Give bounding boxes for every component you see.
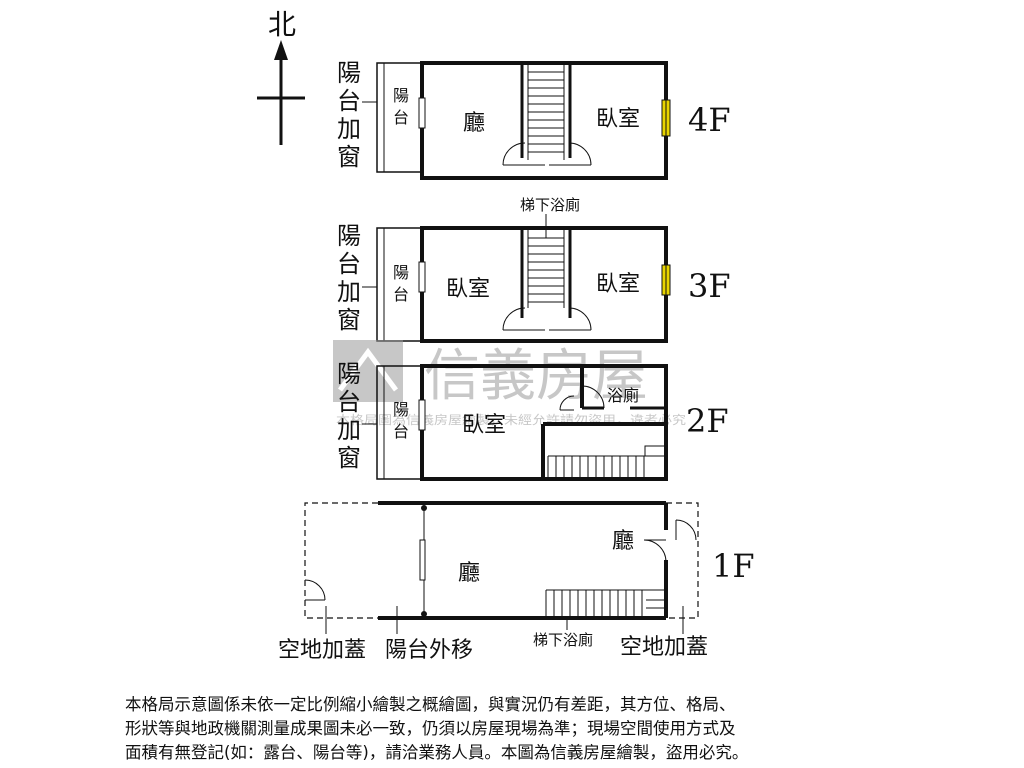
f2-balcony-char-2: 台 <box>393 422 409 441</box>
f1-floor-label: 1F <box>712 547 755 585</box>
f3-under-stair-bath: 梯下浴廁 <box>520 196 580 214</box>
floor-1f: 廳 廳 1F 空地加蓋 陽台外移 梯下浴廁 空地加蓋 <box>278 501 755 663</box>
f2-balcony-char-1: 陽 <box>393 400 409 419</box>
disclaimer-line-1: 本格局示意圖係未依一定比例縮小繪製之概繪圖，與實況仍有差距，其方位、格局、 <box>125 695 736 714</box>
f3-balcony-char-2: 台 <box>393 285 409 304</box>
f1-balcony-note: 陽台外移 <box>385 638 473 663</box>
f4-balcony-side-char-4: 窗 <box>337 143 361 171</box>
north-label: 北 <box>268 8 296 41</box>
f3-balcony-side-char-4: 窗 <box>337 306 361 334</box>
f3-bedroom-right: 臥室 <box>596 272 640 297</box>
f1-left-note: 空地加蓋 <box>278 638 366 663</box>
f3-floor-label: 3F <box>688 267 731 305</box>
f4-floor-label: 4F <box>688 101 731 139</box>
f2-balcony-side-char-3: 加 <box>337 416 361 444</box>
f2-floor-label: 2F <box>686 402 729 440</box>
f4-balcony-char-2: 台 <box>393 108 409 127</box>
f1-living-room-right: 廳 <box>612 529 634 554</box>
f1-right-note: 空地加蓋 <box>620 635 708 660</box>
f2-bathroom: 浴廁 <box>607 386 639 405</box>
f3-balcony-side-char-1: 陽 <box>337 222 361 250</box>
floor-2f: 陽 台 加 窗 陽 台 臥室 浴廁 2F <box>337 360 729 481</box>
f1-living-room-main: 廳 <box>458 561 480 586</box>
floor-3f: 梯下浴廁 陽 台 加 窗 陽 台 臥室 臥室 3F <box>337 196 731 343</box>
f1-under-stair-bath: 梯下浴廁 <box>533 631 593 649</box>
f2-balcony-side-char-4: 窗 <box>337 444 361 472</box>
watermark-brand: 信義房屋 <box>424 344 648 409</box>
floor-4f: 陽 台 加 窗 陽 台 廳 臥室 4F <box>337 59 731 180</box>
north-arrow: 北 <box>257 8 305 145</box>
f4-balcony-side-char-1: 陽 <box>337 59 361 87</box>
f4-balcony-side-char-3: 加 <box>337 115 361 143</box>
f4-balcony-char-1: 陽 <box>393 86 409 105</box>
f3-balcony-char-1: 陽 <box>393 263 409 282</box>
f2-balcony-side-char-1: 陽 <box>337 360 361 388</box>
f4-balcony-side-char-2: 台 <box>337 87 361 115</box>
f3-balcony-side-char-2: 台 <box>337 250 361 278</box>
watermark: 信義房屋 本格局圖為信義房屋繪製，未經允許請勿盜用，違者必究 <box>333 340 686 427</box>
f2-bedroom: 臥室 <box>462 413 506 438</box>
f4-living-room: 廳 <box>463 111 485 136</box>
f3-balcony-side-char-3: 加 <box>337 278 361 306</box>
disclaimer-line-2: 形狀等與地政機關測量成果圖未必一致，仍須以房屋現場為準；現場空間使用方式及 <box>125 719 736 738</box>
f2-balcony-side-char-2: 台 <box>337 388 361 416</box>
disclaimer-line-3: 面積有無登記(如：露台、陽台等)，請洽業務人員。本圖為信義房屋繪製，盜用必究。 <box>125 743 749 762</box>
f4-bedroom: 臥室 <box>596 107 640 132</box>
disclaimer: 本格局示意圖係未依一定比例縮小繪製之概繪圖，與實況仍有差距，其方位、格局、 形狀… <box>125 693 905 765</box>
f3-bedroom-left: 臥室 <box>446 277 490 302</box>
